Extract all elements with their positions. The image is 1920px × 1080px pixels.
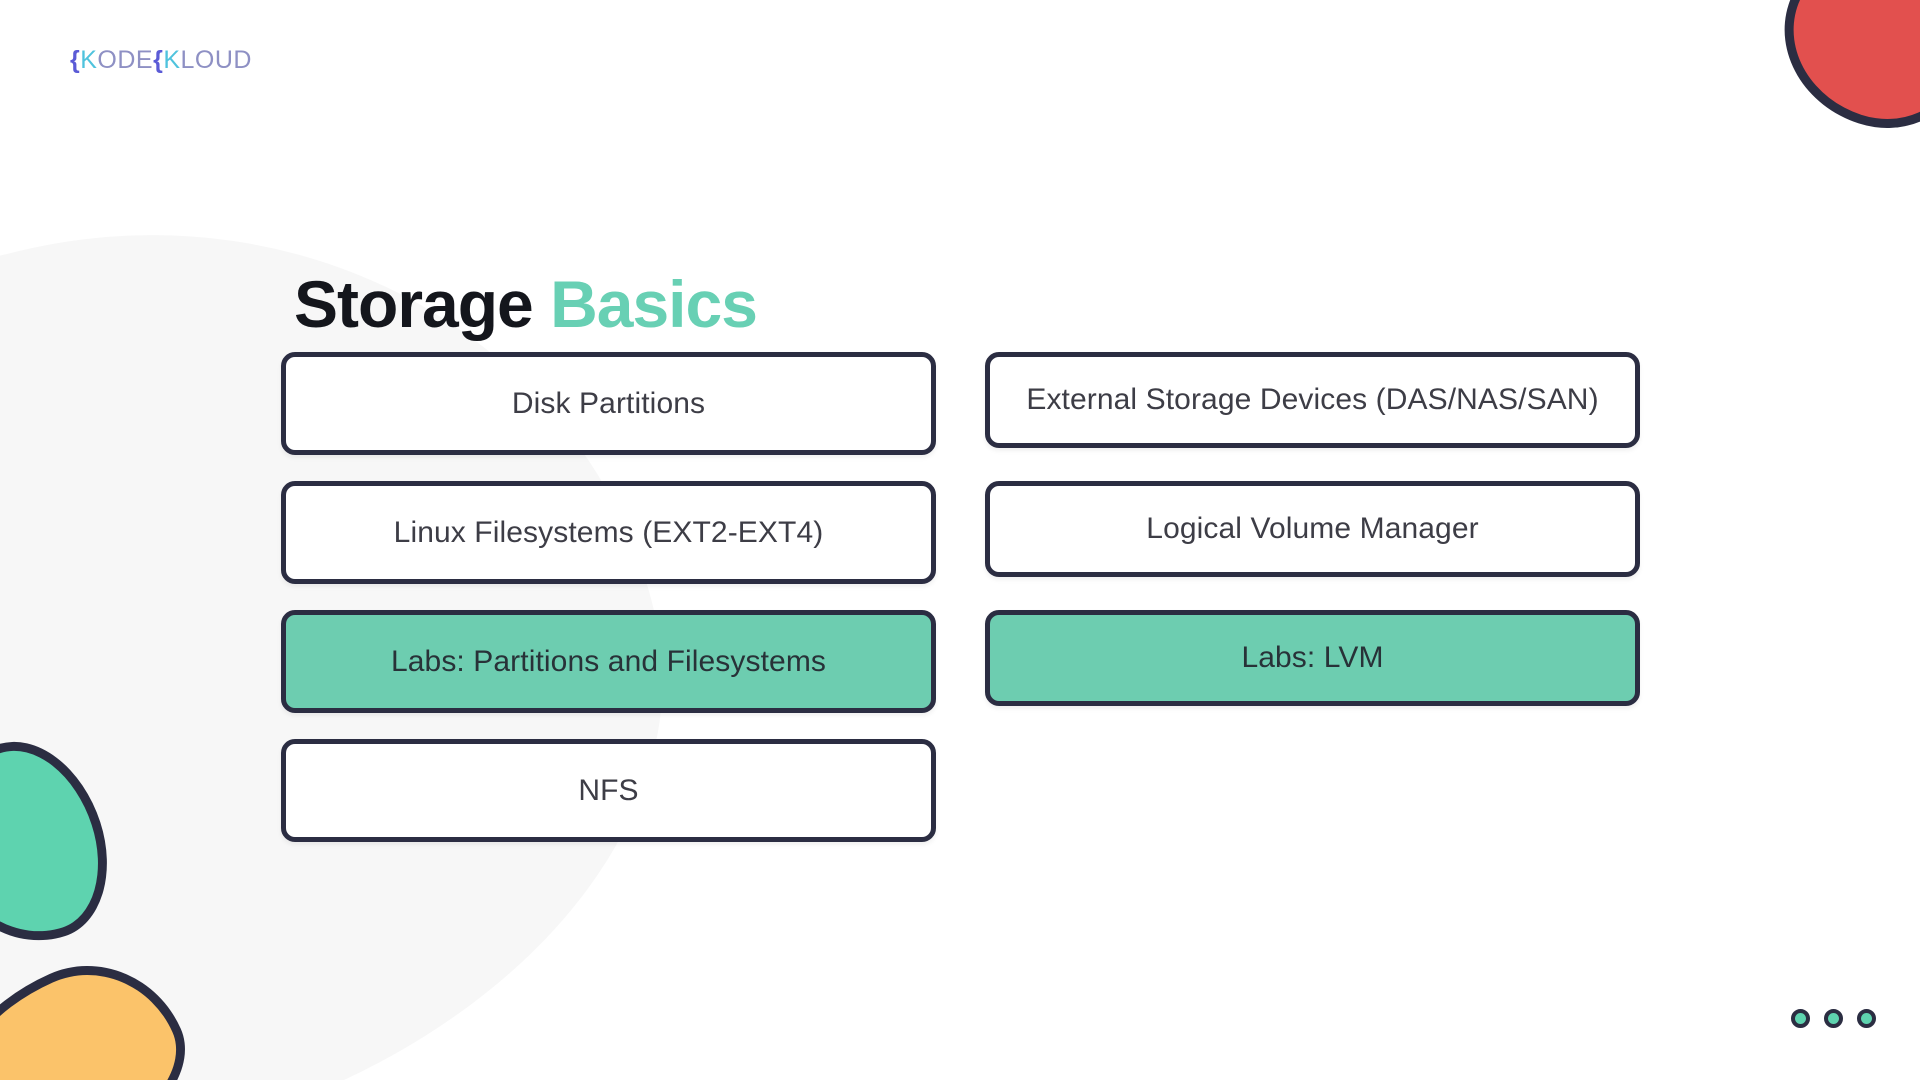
logo-brace-1: {	[70, 46, 81, 74]
topic-box-linux-filesystems[interactable]: Linux Filesystems (EXT2-EXT4)	[281, 481, 936, 584]
title-primary-text: Storage	[294, 267, 534, 342]
topic-column-left: Disk Partitions Linux Filesystems (EXT2-…	[281, 352, 936, 868]
topic-box-nfs[interactable]: NFS	[281, 739, 936, 842]
pagination-dot-2[interactable]	[1824, 1009, 1843, 1028]
logo-k-1: K	[80, 46, 98, 74]
green-blob-decoration	[0, 721, 131, 966]
logo-k-2: K	[163, 46, 181, 74]
pagination-dot-1[interactable]	[1791, 1009, 1810, 1028]
topic-box-labs-lvm[interactable]: Labs: LVM	[985, 610, 1640, 706]
topic-box-external-storage-devices[interactable]: External Storage Devices (DAS/NAS/SAN)	[985, 352, 1640, 448]
red-blob-decoration	[1760, 0, 1920, 150]
topic-column-right: External Storage Devices (DAS/NAS/SAN) L…	[985, 352, 1640, 739]
kodekloud-logo: {KODE{KLOUD	[70, 48, 252, 73]
topic-box-labs-partitions-filesystems[interactable]: Labs: Partitions and Filesystems	[281, 610, 936, 713]
page-title: Storage Basics	[294, 267, 758, 342]
title-accent-text: Basics	[550, 267, 758, 342]
pagination-dots[interactable]	[1791, 1009, 1876, 1028]
topic-box-disk-partitions[interactable]: Disk Partitions	[281, 352, 936, 455]
orange-blob-decoration	[0, 934, 212, 1080]
logo-loud: LOUD	[180, 46, 252, 74]
pagination-dot-3[interactable]	[1857, 1009, 1876, 1028]
topic-box-logical-volume-manager[interactable]: Logical Volume Manager	[985, 481, 1640, 577]
logo-brace-2: {	[153, 46, 164, 74]
logo-ode: ODE	[97, 46, 154, 74]
